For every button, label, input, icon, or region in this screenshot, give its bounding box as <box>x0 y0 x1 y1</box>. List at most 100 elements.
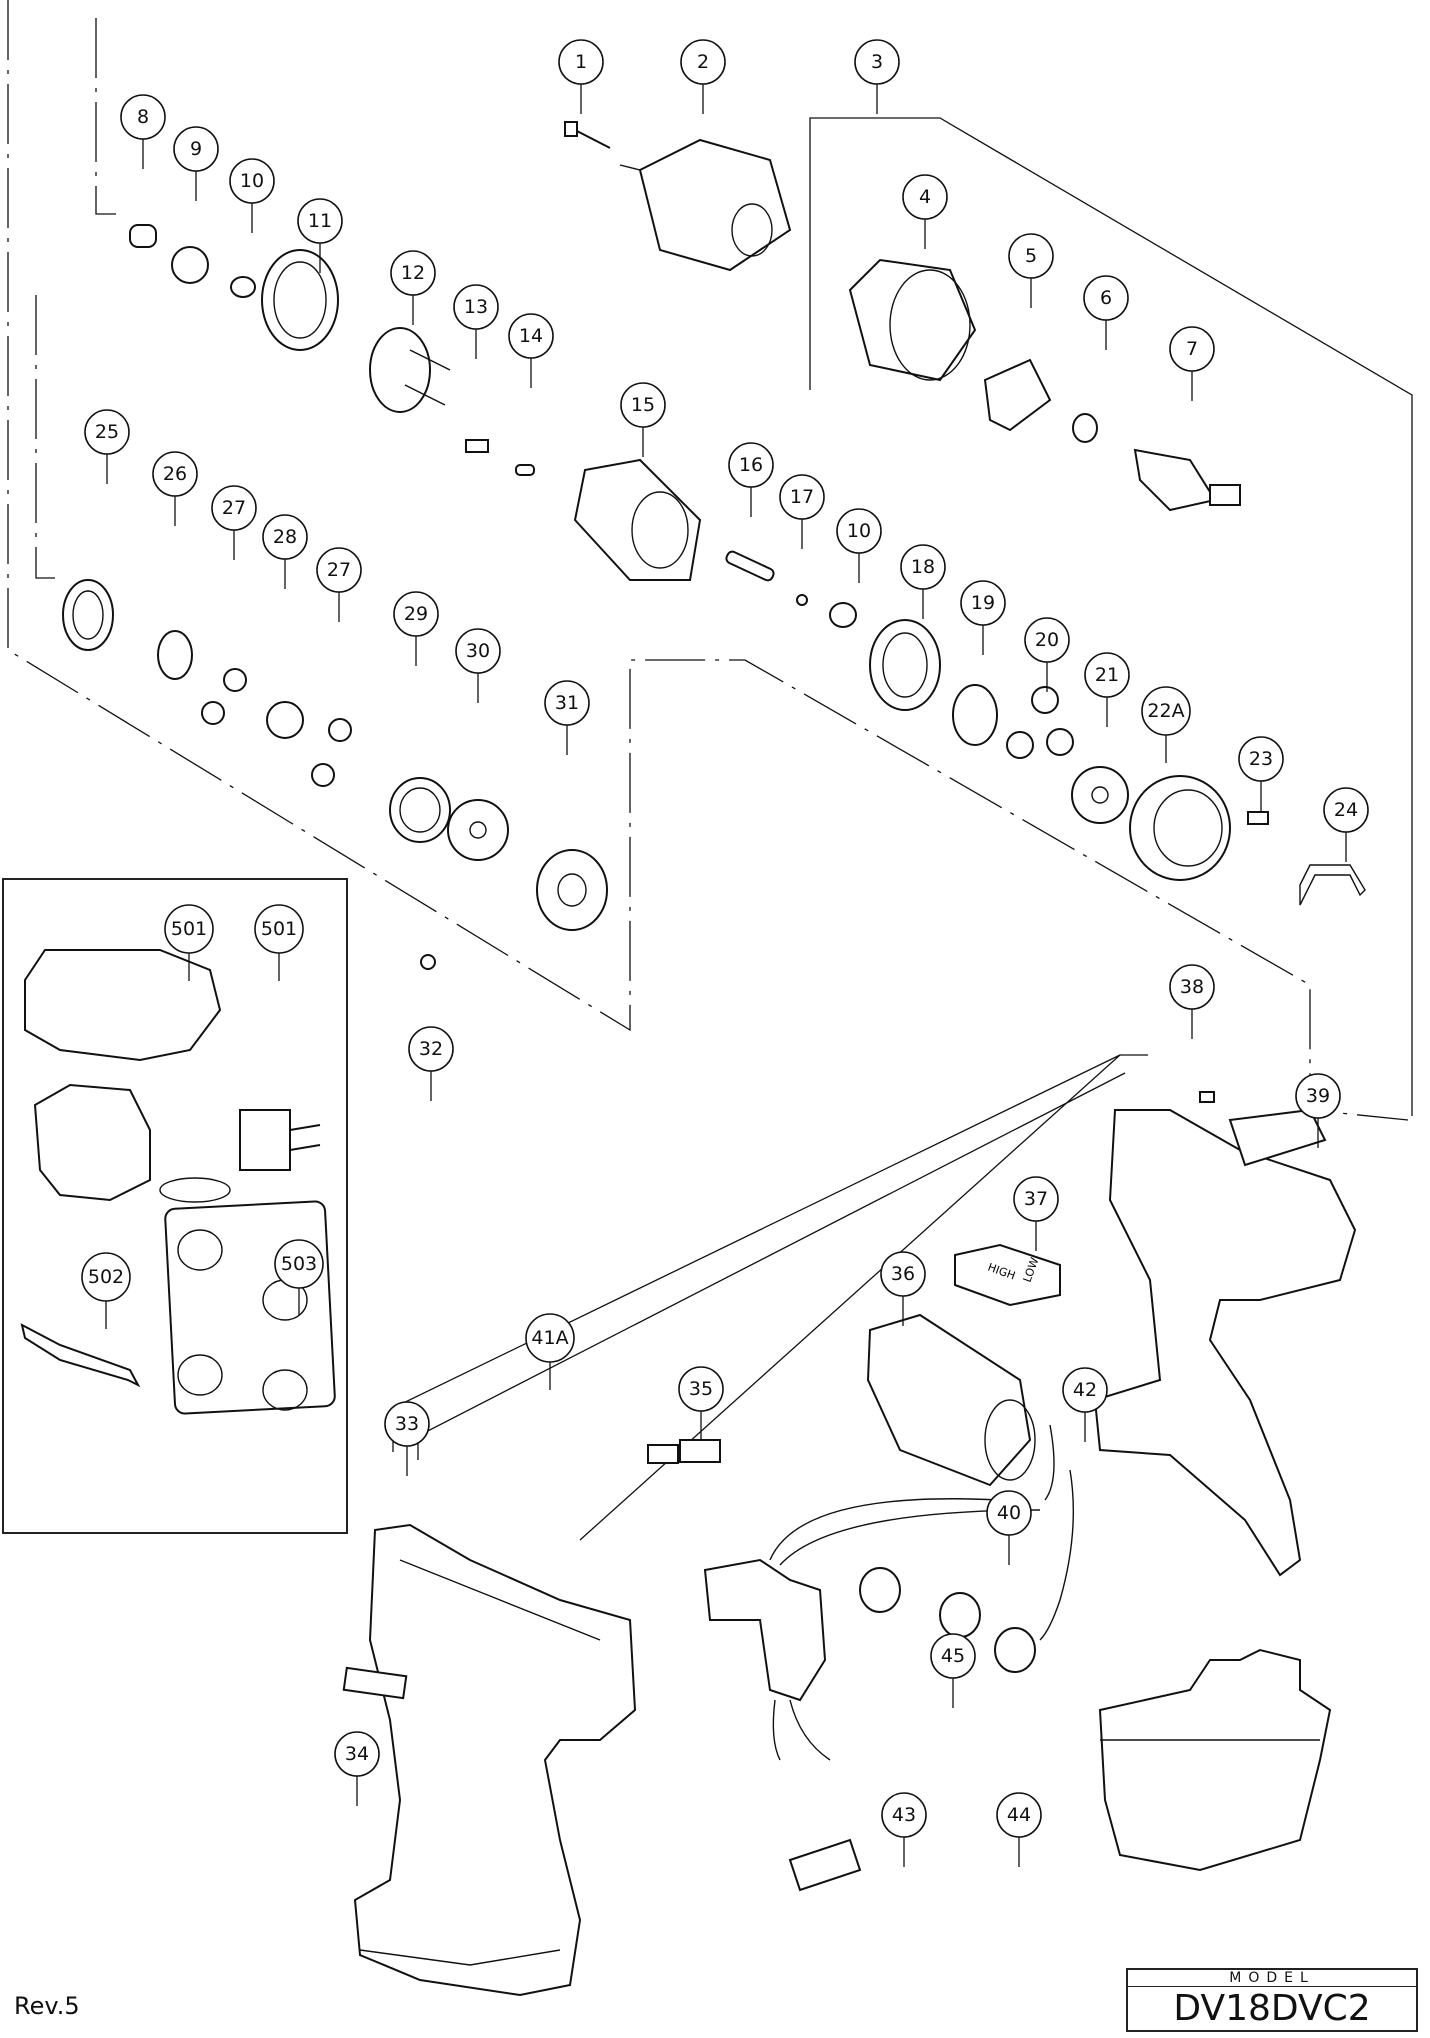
callout-39: 39 <box>1295 1073 1341 1148</box>
callout-36: 36 <box>880 1251 926 1326</box>
callout-number: 33 <box>395 1413 419 1435</box>
wire-harness-part <box>769 1498 1001 1561</box>
callout-45: 45 <box>930 1633 976 1708</box>
callout-10: 10 <box>229 158 275 233</box>
carrier-part <box>157 630 193 680</box>
callout-circle <box>297 198 343 244</box>
ring-gear-part <box>389 777 451 843</box>
callout-number: 7 <box>1186 338 1198 360</box>
callout-circle <box>544 680 590 726</box>
wire-lead-part <box>1039 1469 1075 1641</box>
callout-5: 5 <box>1008 233 1054 308</box>
callout-501: 501 <box>164 904 214 981</box>
callout-number: 43 <box>892 1804 916 1826</box>
callout-circle <box>120 94 166 140</box>
callout-number: 31 <box>555 692 579 714</box>
washer-part <box>230 276 256 298</box>
callout-circle <box>334 1731 380 1777</box>
planet-gear-part <box>1006 686 1074 759</box>
callout-19: 19 <box>960 580 1006 655</box>
callout-circle <box>408 1026 454 1072</box>
callout-circle <box>900 544 946 590</box>
screw-part <box>1247 811 1269 825</box>
callout-number: 41A <box>531 1327 568 1349</box>
callout-circle <box>211 485 257 531</box>
callout-21: 21 <box>1084 652 1130 727</box>
spring-part <box>129 224 157 248</box>
wire-lead-part <box>1044 1424 1055 1501</box>
callout-number: 32 <box>419 1038 443 1060</box>
callout-number: 16 <box>739 454 763 476</box>
callout-43: 43 <box>881 1792 927 1867</box>
spring-part <box>725 550 775 582</box>
callout-circle <box>453 284 499 330</box>
callout-circle <box>254 904 304 954</box>
callout-34: 34 <box>334 1731 380 1806</box>
callout-circle <box>836 508 882 554</box>
callout-circle <box>1013 1176 1059 1222</box>
callout-6: 6 <box>1083 275 1129 350</box>
callout-circle <box>1062 1367 1108 1413</box>
callout-circle <box>1323 787 1369 833</box>
callout-number: 25 <box>95 421 119 443</box>
callout-circle <box>779 474 825 520</box>
callout-29: 29 <box>393 591 439 666</box>
callout-number: 14 <box>519 325 543 347</box>
callout-16: 16 <box>728 442 774 517</box>
callout-38: 38 <box>1169 964 1215 1039</box>
callout-circle <box>960 580 1006 626</box>
callout-circle <box>390 250 436 296</box>
callout-37: 37 <box>1013 1176 1059 1251</box>
callout-number: 30 <box>466 640 490 662</box>
callout-8: 8 <box>120 94 166 169</box>
callout-18: 18 <box>900 544 946 619</box>
callout-circle <box>1169 964 1215 1010</box>
clutch-plate-part <box>983 358 1052 432</box>
callout-number: 20 <box>1035 629 1059 651</box>
callout-number: 10 <box>240 170 264 192</box>
callout-circle <box>620 382 666 428</box>
callout-1: 1 <box>558 39 604 114</box>
callout-number: 36 <box>891 1263 915 1285</box>
forward-reverse-lever-part <box>647 1439 721 1464</box>
planet-gear-part <box>201 668 247 725</box>
label-part <box>1228 1108 1327 1167</box>
callout-number: 15 <box>631 394 655 416</box>
callout-circle <box>680 39 726 85</box>
washer-part <box>1072 413 1098 443</box>
screw-part <box>1199 1091 1215 1103</box>
callout-circle <box>1141 686 1191 736</box>
callout-502: 502 <box>81 1252 131 1329</box>
callout-circle <box>1024 617 1070 663</box>
housing-b-part <box>1093 1109 1357 1577</box>
callout-number: 26 <box>163 463 187 485</box>
callout-40: 40 <box>986 1490 1032 1565</box>
nut-part <box>420 954 436 970</box>
switch-part <box>703 1558 831 1761</box>
noise-suppressor-part <box>859 1567 1036 1673</box>
ring-gear-part <box>62 579 114 651</box>
model-box: MODEL DV18DVC2 <box>1126 1968 1418 2032</box>
callout-number: 2 <box>697 51 709 73</box>
callout-number: 38 <box>1180 976 1204 998</box>
callout-3: 3 <box>854 39 900 114</box>
callout-number: 27 <box>222 497 246 519</box>
callout-number: 40 <box>997 1502 1021 1524</box>
pin-part <box>465 439 489 453</box>
callout-22A: 22A <box>1141 686 1191 763</box>
callout-circle <box>229 158 275 204</box>
spindle-part <box>1133 448 1241 512</box>
callout-15: 15 <box>620 382 666 457</box>
sun-gear-part <box>266 701 304 739</box>
callout-circle <box>902 174 948 220</box>
callout-number: 11 <box>308 210 332 232</box>
ring-gear-part <box>869 619 941 711</box>
callout-circle <box>986 1490 1032 1536</box>
callout-circle <box>508 313 554 359</box>
callout-35: 35 <box>678 1366 724 1441</box>
callout-26: 26 <box>152 451 198 526</box>
callout-circle <box>1295 1073 1341 1119</box>
callout-number: 29 <box>404 603 428 625</box>
